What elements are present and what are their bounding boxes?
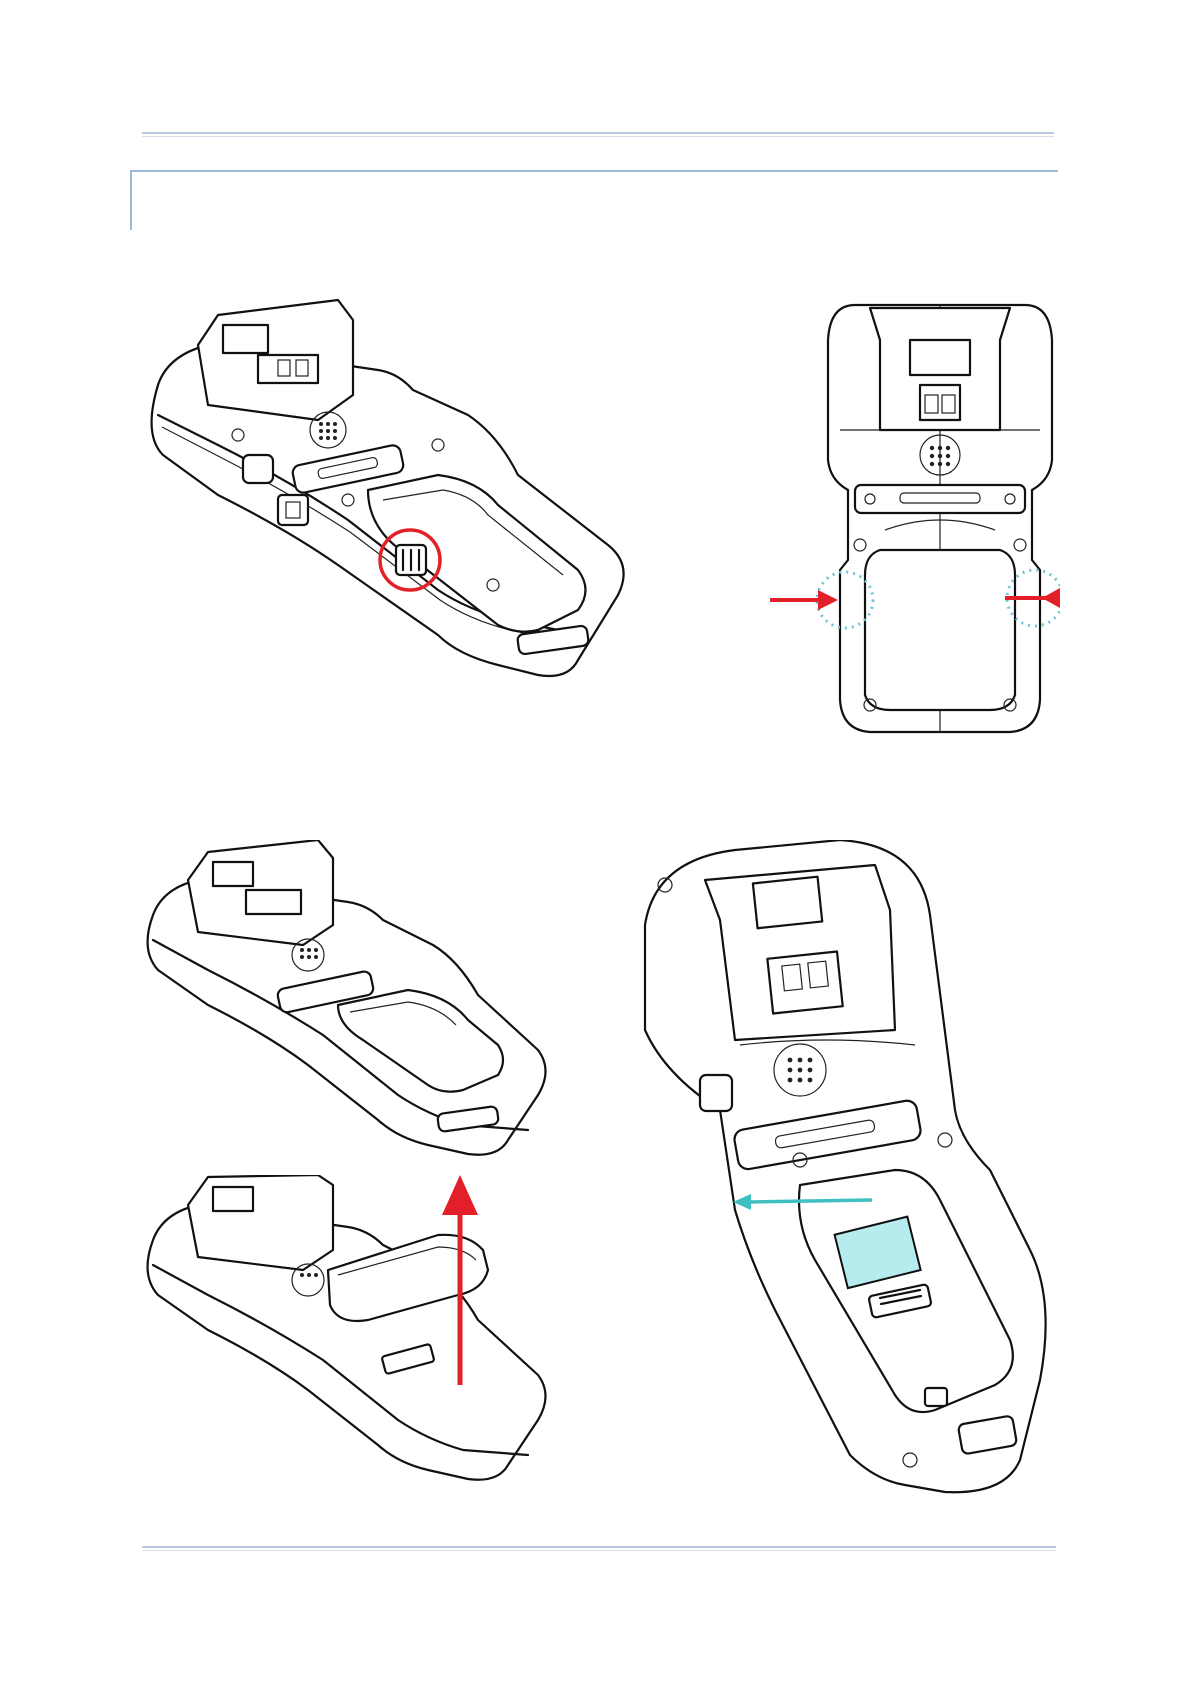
battery-latch — [396, 545, 426, 575]
figure-battery-lifted — [138, 1175, 548, 1495]
figure-device-rear-straight — [760, 300, 1060, 735]
section-heading-frame — [130, 170, 1058, 230]
camera-housing — [705, 865, 895, 1040]
footer-divider — [142, 1546, 1056, 1548]
figure-battery-released — [138, 840, 548, 1170]
left-press-arrow — [770, 590, 838, 610]
figure-battery-compartment — [625, 840, 1055, 1500]
connector-plate — [855, 485, 1025, 513]
figure-device-rear-angled — [138, 295, 643, 720]
header-divider — [142, 132, 1054, 134]
side-button — [700, 1075, 732, 1111]
camera-housing — [198, 300, 353, 420]
camera-housing — [188, 840, 333, 945]
camera-housing — [870, 308, 1010, 430]
camera-housing — [188, 1175, 333, 1270]
